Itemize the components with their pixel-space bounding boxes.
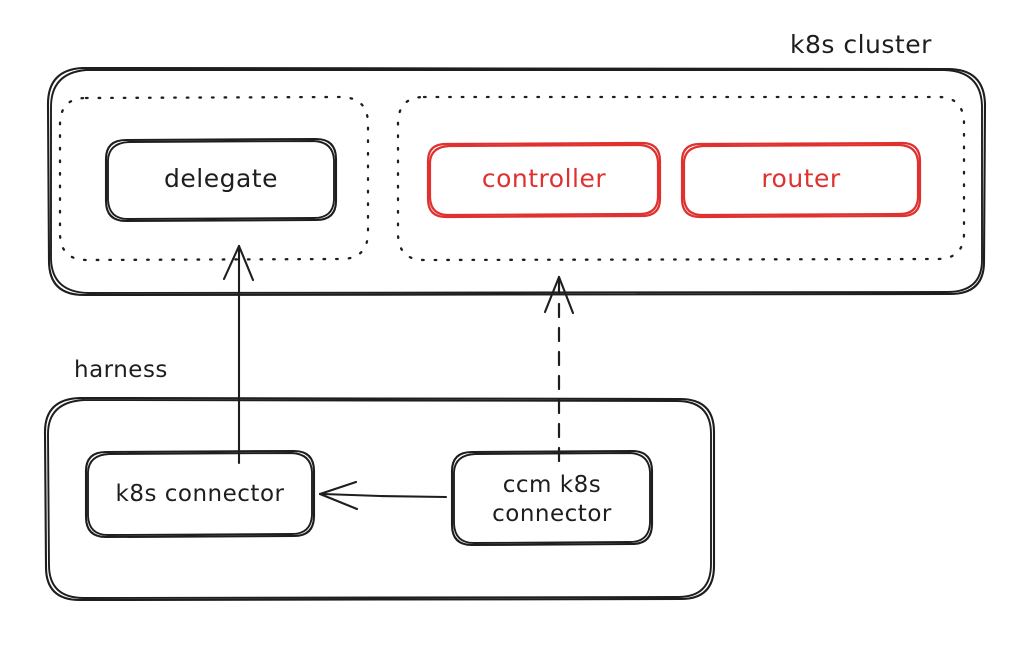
edge-ccm-connector-to-workloads[interactable] [543,275,575,463]
node-ccm-k8s-connector-shape[interactable] [450,449,654,547]
node-controller-shape[interactable] [426,141,662,219]
group-k8s-cluster-border[interactable] [46,66,987,297]
node-delegate-shape[interactable] [104,137,338,223]
node-router-shape[interactable] [680,141,922,219]
edge-k8s-connector-to-delegate[interactable] [222,244,255,465]
node-label-delegate: delegate [164,164,278,194]
node-label-ccm-k8s-connector-line2: connector [492,501,612,527]
group-workloads-border[interactable] [396,95,966,262]
caption-k8s-cluster: k8s cluster [790,30,932,60]
node-label-controller: controller [481,164,607,194]
node-label-router: router [761,164,841,194]
group-harness-border[interactable] [43,396,716,602]
node-k8s-connector-shape[interactable] [84,449,316,539]
node-label-k8s-connector: k8s connector [115,480,285,507]
node-label-ccm-k8s-connector-line1: ccm k8s [502,472,602,499]
edge-ccm-connector-to-k8s-connector[interactable] [318,480,448,511]
node-label-ccm-k8s-connector: ccm k8s connector [452,452,652,548]
caption-harness: harness [74,356,168,383]
